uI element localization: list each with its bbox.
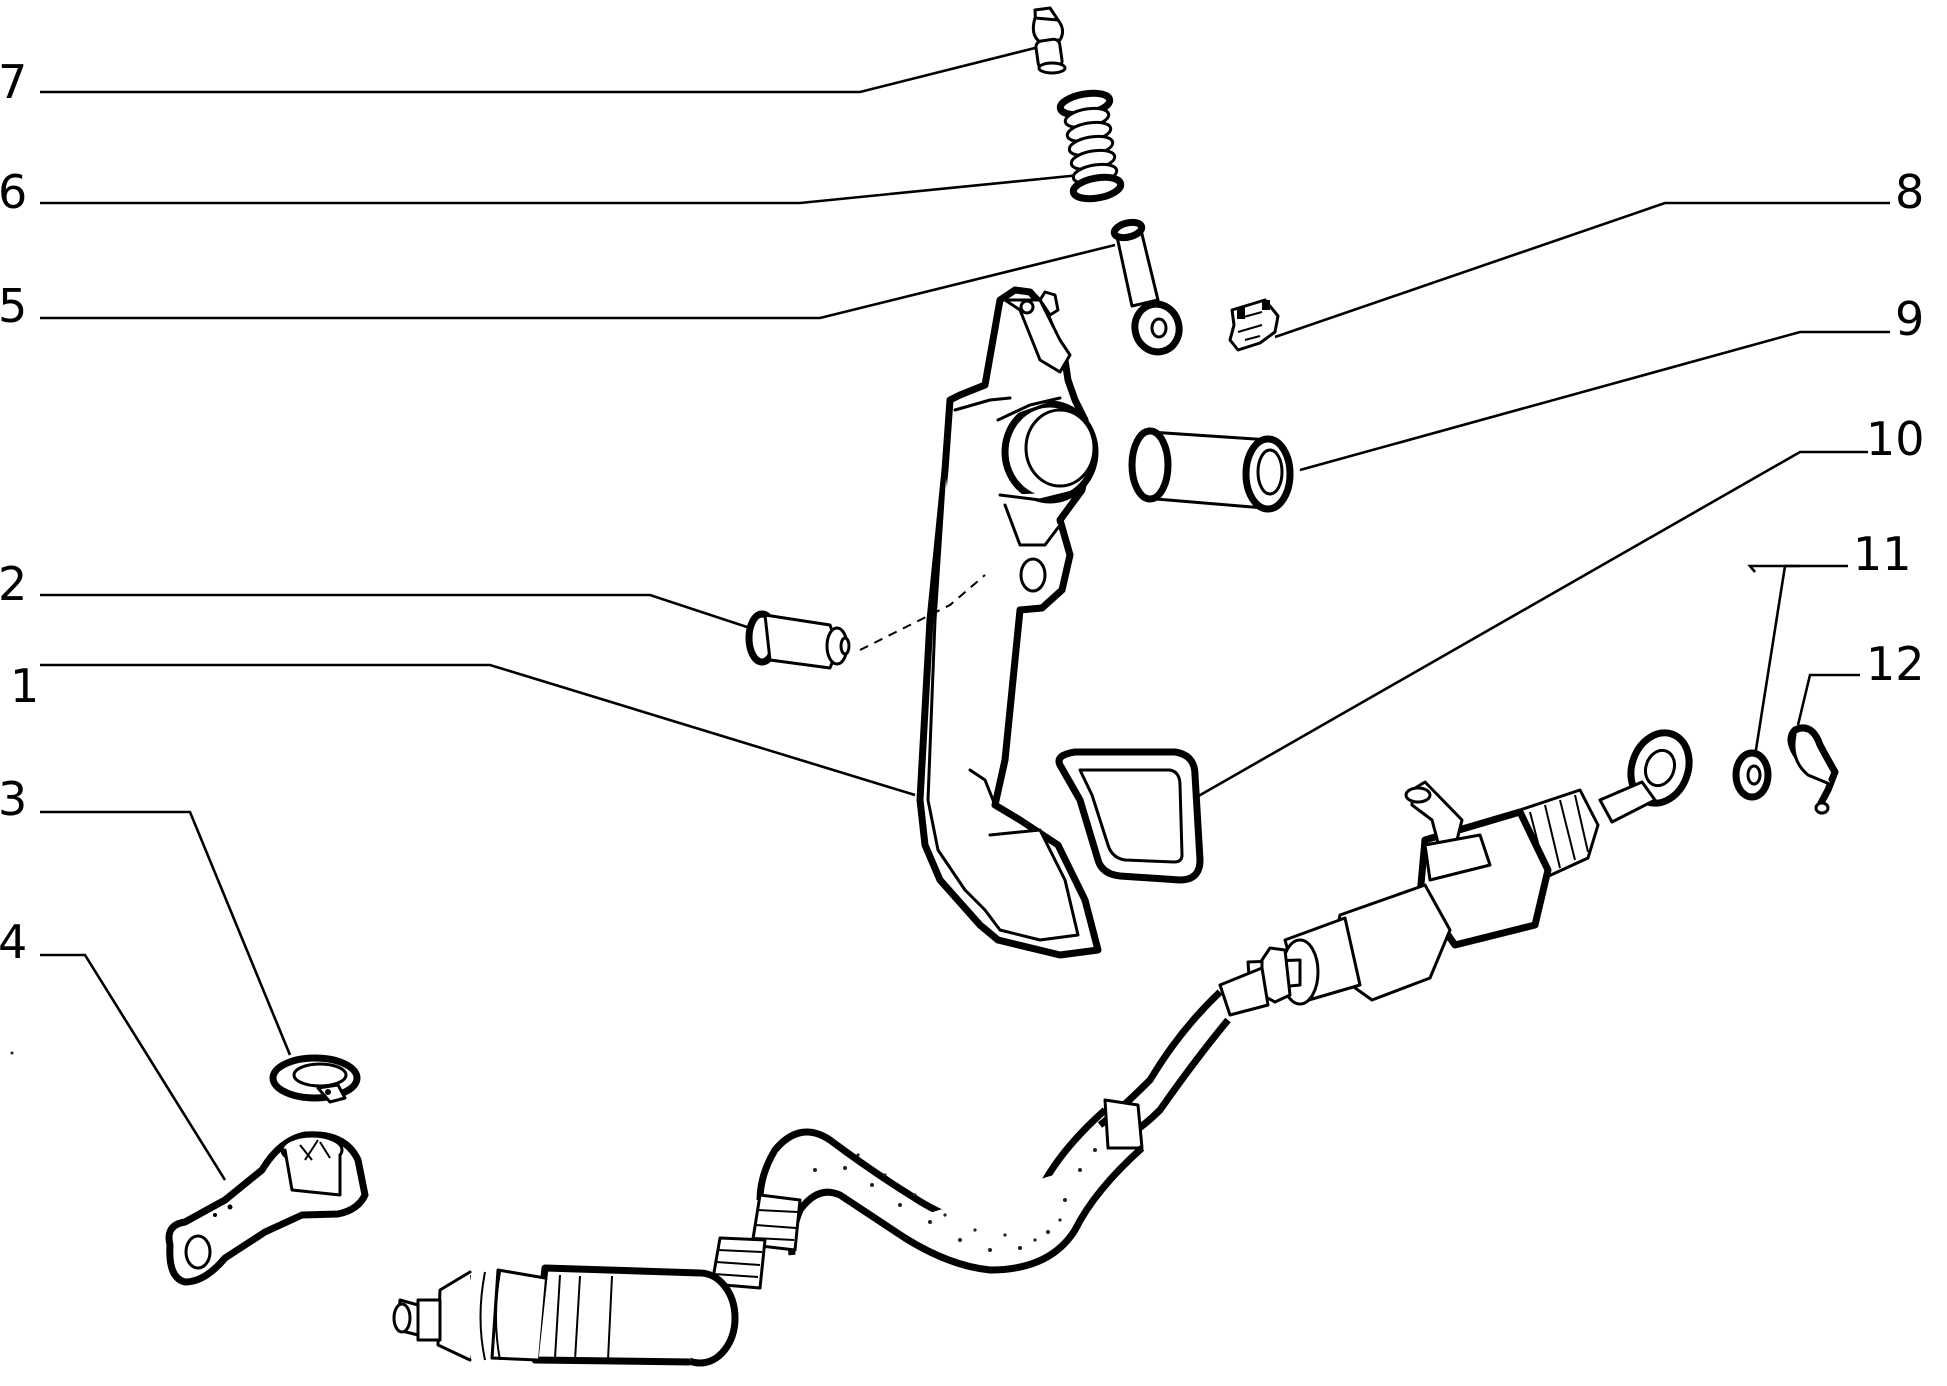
callout-6: 6 <box>0 165 27 219</box>
leader-8 <box>1274 201 1890 339</box>
leader-7 <box>40 46 1036 94</box>
leader-11 <box>1747 564 1848 573</box>
part-5-clevis-pin <box>1110 218 1183 356</box>
master-cylinder-assembly <box>392 729 1693 1367</box>
part-1-pedal-arm <box>916 286 1102 959</box>
part-9-bushing <box>1128 427 1294 513</box>
leader-lines <box>40 46 1890 1181</box>
callout-5: 5 <box>0 279 27 333</box>
callout-10: 10 <box>1866 412 1925 466</box>
leader-10 <box>1194 450 1868 800</box>
part-7-screw <box>1031 6 1067 75</box>
callout-9: 9 <box>1895 292 1924 346</box>
part-10-pedal-pad <box>1055 748 1204 884</box>
leader-1 <box>40 663 916 797</box>
stray-mark <box>10 1051 14 1055</box>
leader-9 <box>1299 330 1890 472</box>
leader-6 <box>40 173 1081 205</box>
part-11-washer <box>1732 749 1772 801</box>
callout-labels: 7 6 5 2 1 3 4 8 9 10 11 12 <box>0 55 1925 969</box>
part-12-r-clip <box>1787 724 1839 815</box>
part-8-clip <box>1228 298 1280 352</box>
leader-12 <box>1796 673 1860 726</box>
callout-2: 2 <box>0 557 27 611</box>
leader-11b <box>1750 564 1800 776</box>
callout-8: 8 <box>1895 165 1924 219</box>
leader-3 <box>40 810 292 1056</box>
callout-3: 3 <box>0 772 27 826</box>
callout-1: 1 <box>10 659 39 713</box>
part-4-lever <box>165 1131 369 1286</box>
leader-4 <box>40 953 227 1181</box>
leader-5 <box>40 243 1116 320</box>
part-2-pin <box>745 574 986 670</box>
callout-4: 4 <box>0 915 27 969</box>
callout-11: 11 <box>1853 527 1912 581</box>
callout-7: 7 <box>0 55 27 109</box>
leader-2 <box>40 593 751 630</box>
part-3-circlip <box>269 1054 361 1104</box>
callout-12: 12 <box>1866 637 1925 691</box>
part-6-spring <box>1056 89 1125 203</box>
